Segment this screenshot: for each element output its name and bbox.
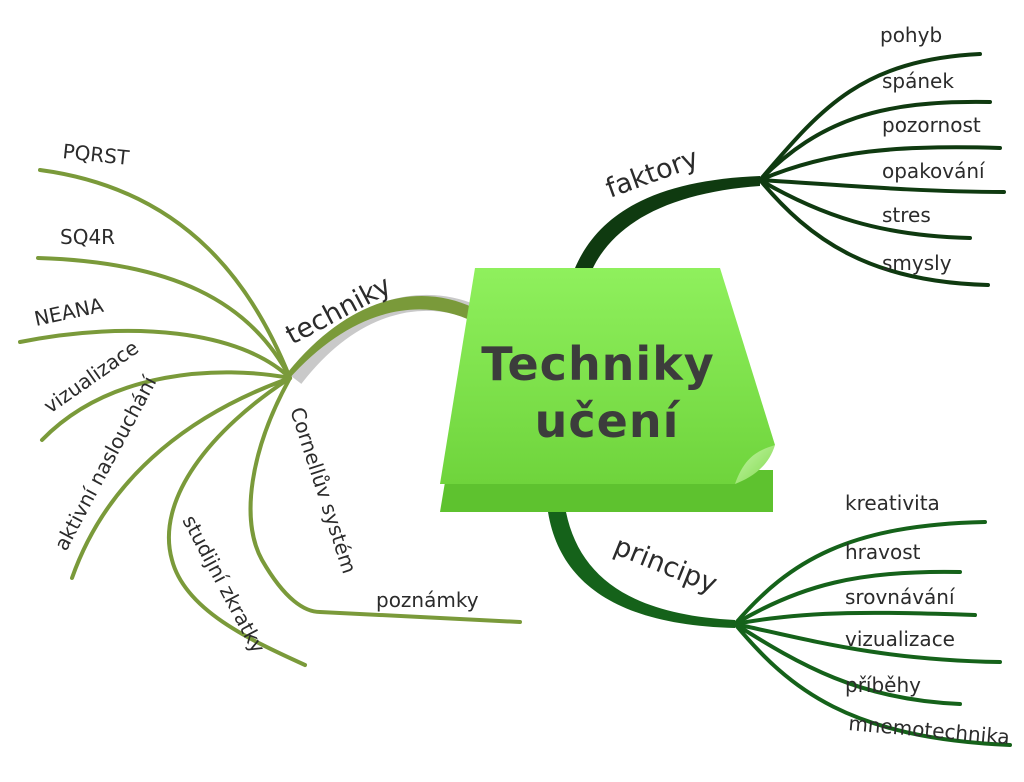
leaf-neana: NEANA [32,293,106,331]
central-note: Techniky učení [440,268,775,512]
stem-neana [18,328,292,380]
leaf-pozornost: pozornost [882,113,981,137]
stem-hravost [733,569,962,626]
leaf-spanek: spánek [882,69,954,93]
stem-sq4r [36,256,292,380]
leaf-sq4r: SQ4R [60,225,115,249]
stem-smysly [758,178,990,287]
branch-faktory [575,52,1006,287]
stem-pozornost [758,145,1002,182]
leaf-poznamky: poznámky [376,588,479,612]
leaf-srovnavani: srovnávání [845,585,956,609]
leaf-pqrst: PQRST [61,139,131,170]
leaf-kreativita: kreativita [845,491,940,515]
faktory-trunk [575,176,760,270]
stem-stres [758,178,972,240]
note-face [440,268,775,484]
leaf-mnemotechnika: mnemotechnika [848,711,1011,749]
branch-label-principy: principy [609,531,721,600]
principy-trunk [548,512,735,628]
leaf-smysly: smysly [882,251,952,275]
stem-spanek [758,99,992,182]
leaf-opakovani: opakování [882,159,986,183]
stem-cornell [248,376,522,624]
stem-pohyb [758,52,982,182]
leaf-hravost: hravost [845,540,921,564]
stem-pqrst [38,168,292,380]
note-curl [735,445,775,484]
central-title-line2: učení [535,394,681,448]
leaf-pribehy: příběhy [845,673,921,697]
leaf-studijni-zkratky: studijní zkratky [178,511,271,657]
techniky-trunk [288,295,474,380]
stem-opakovani [758,178,1006,194]
stem-vizualizace-t [40,370,292,442]
leaf-pohyb: pohyb [880,23,942,47]
branch-principy [548,512,1012,747]
leaf-stres: stres [882,203,931,227]
stem-studijni [166,376,307,667]
stem-pribehy [733,622,962,706]
stem-mnemotechnika [733,622,1012,747]
central-title-line1: Techniky [481,337,715,391]
leaf-cornelluv-system: Cornellův systém [285,404,361,576]
leaf-vizualizace-p: vizualizace [845,627,955,651]
stem-vizualizace-p [733,622,1002,664]
stem-aktivni [70,376,292,580]
stem-srovnavani [733,610,977,626]
stem-kreativita [733,520,987,626]
branch-techniky [18,168,522,667]
